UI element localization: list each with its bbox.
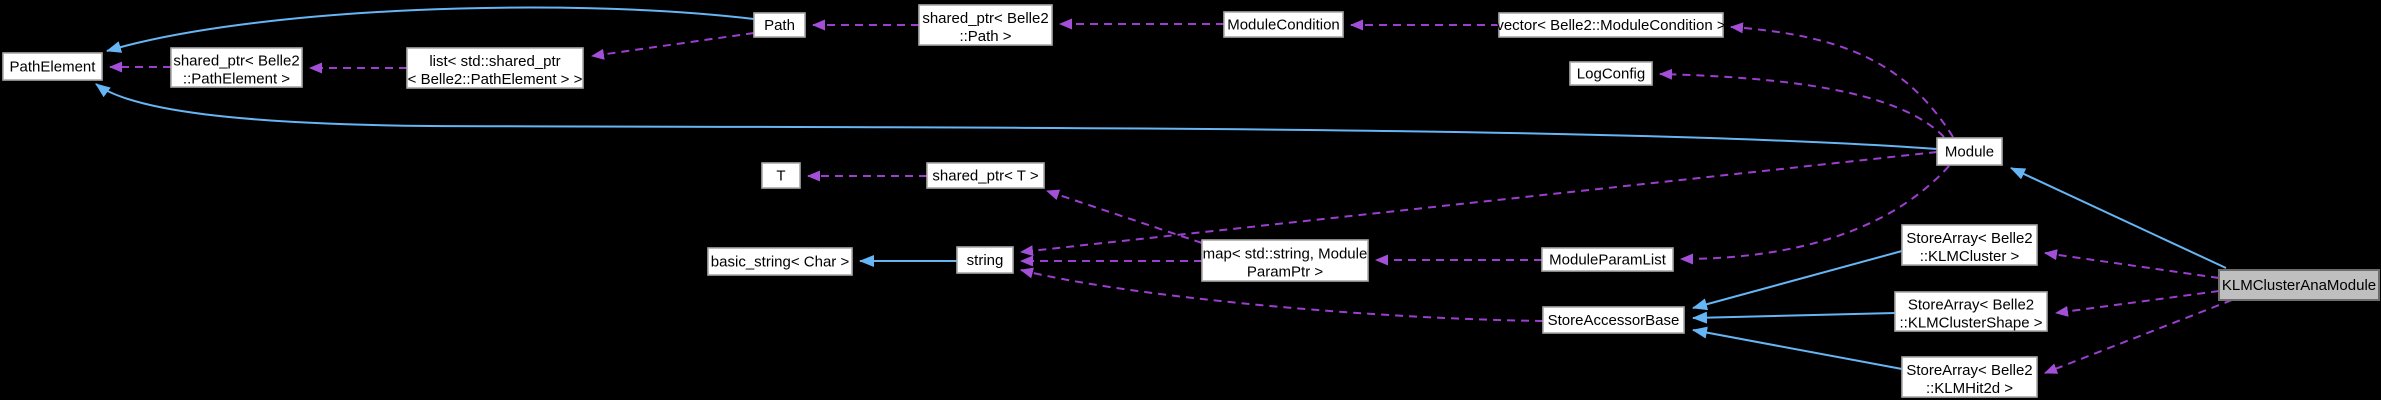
- node-t[interactable]: T: [761, 162, 801, 189]
- edge-module-inherits-pathelement: [95, 83, 1938, 150]
- nodes-layer: PathElement shared_ptr< Belle2::PathEleme…: [2, 4, 2380, 398]
- node-shared-ptr-t[interactable]: shared_ptr< T >: [926, 162, 1045, 189]
- edge-klmclusteranamodule-uses-klmclustershape: [2055, 290, 2220, 317]
- node-label-moduleparamlist[interactable]: ModuleParamList: [1549, 252, 1667, 269]
- node-string[interactable]: string: [956, 246, 1014, 274]
- node-box-basic-string-char[interactable]: [707, 247, 853, 276]
- edge-module-uses-moduleparamlist: [1680, 165, 1950, 265]
- edge-klmcluster-inherits-storeaccessorbase: [1692, 250, 1903, 311]
- node-label-shared-ptr-belle2-pathelement-line2[interactable]: ::PathElement >: [183, 71, 290, 88]
- edge-klmclusteranamodule-uses-klmcluster: [2044, 249, 2220, 279]
- edge-klmclustershape-inherits-storeaccessorbase: [1692, 311, 1896, 324]
- node-label-storearray-belle2-klmhit2d-line2[interactable]: ::KLMHit2d >: [1926, 380, 2013, 397]
- node-box-shared-ptr-t[interactable]: [926, 162, 1045, 189]
- node-label-t[interactable]: T: [776, 168, 785, 185]
- node-storearray-belle2-klmclustershape[interactable]: StoreArray< Belle2::KLMClusterShape >: [1894, 291, 2048, 332]
- node-label-storeaccessorbase[interactable]: StoreAccessorBase: [1548, 312, 1680, 329]
- node-box-list-std-shared-ptr-belle2-pathelement[interactable]: [406, 47, 584, 89]
- node-box-storearray-belle2-klmclustershape[interactable]: [1894, 291, 2048, 332]
- edge-klmhit2d-inherits-storeaccessorbase: [1692, 326, 1903, 370]
- node-label-modulecondition[interactable]: ModuleCondition: [1227, 17, 1340, 34]
- edge-module-uses-logconfig: [1659, 68, 1945, 138]
- node-label-shared-ptr-belle2-path-line1[interactable]: shared_ptr< Belle2: [922, 10, 1048, 27]
- node-box-vector-belle2-modulecondition[interactable]: [1498, 12, 1724, 38]
- node-box-pathelement[interactable]: [2, 52, 103, 81]
- node-label-shared-ptr-t[interactable]: shared_ptr< T >: [932, 168, 1038, 185]
- edge-module-uses-vector: [1730, 22, 1954, 138]
- node-label-string[interactable]: string: [967, 252, 1004, 269]
- node-box-storeaccessorbase[interactable]: [1542, 306, 1685, 334]
- node-box-t[interactable]: [761, 162, 801, 189]
- edge-path-uses-list: [591, 32, 755, 60]
- node-label-storearray-belle2-klmcluster-line2[interactable]: ::KLMCluster >: [1920, 248, 2020, 265]
- node-box-module[interactable]: [1936, 137, 2003, 166]
- node-box-moduleparamlist[interactable]: [1541, 247, 1674, 272]
- node-label-storearray-belle2-klmhit2d-line1[interactable]: StoreArray< Belle2: [1906, 362, 2032, 379]
- node-label-module[interactable]: Module: [1945, 144, 1994, 161]
- node-shared-ptr-belle2-pathelement[interactable]: shared_ptr< Belle2::PathElement >: [170, 47, 303, 88]
- node-label-storearray-belle2-klmclustershape-line2[interactable]: ::KLMClusterShape >: [1900, 315, 2043, 332]
- node-list-std-shared-ptr-belle2-pathelement[interactable]: list< std::shared_ptr< Belle2::PathEleme…: [406, 47, 584, 89]
- node-label-path[interactable]: Path: [764, 17, 795, 34]
- node-label-shared-ptr-belle2-path-line2[interactable]: ::Path >: [959, 28, 1011, 45]
- node-label-list-std-shared-ptr-belle2-pathelement-line2[interactable]: < Belle2::PathElement > >: [408, 71, 583, 88]
- edge-storeaccessorbase-uses-string: [1020, 267, 1544, 322]
- node-storearray-belle2-klmcluster[interactable]: StoreArray< Belle2::KLMCluster >: [1901, 224, 2038, 266]
- node-module[interactable]: Module: [1936, 137, 2003, 166]
- node-label-storearray-belle2-klmclustershape-line1[interactable]: StoreArray< Belle2: [1908, 297, 2034, 314]
- edge-path-inherits-pathelement: [106, 6, 755, 53]
- node-box-shared-ptr-belle2-path[interactable]: [918, 4, 1053, 46]
- node-vector-belle2-modulecondition[interactable]: vector< Belle2::ModuleCondition >: [1496, 12, 1726, 38]
- edge-module-uses-string: [1020, 151, 1938, 257]
- node-label-logconfig[interactable]: LogConfig: [1577, 66, 1645, 83]
- node-label-basic-string-char[interactable]: basic_string< Char >: [711, 254, 850, 271]
- node-shared-ptr-belle2-path[interactable]: shared_ptr< Belle2::Path >: [918, 4, 1053, 46]
- edge-klmclusteranamodule-inherits-module: [2010, 167, 2227, 269]
- node-box-modulecondition[interactable]: [1223, 11, 1344, 38]
- node-label-pathelement[interactable]: PathElement: [10, 59, 97, 76]
- edges-layer: [95, 6, 2233, 374]
- node-pathelement[interactable]: PathElement: [2, 52, 103, 81]
- node-box-map-std-string-moduleparamptr[interactable]: [1201, 239, 1369, 282]
- node-label-vector-belle2-modulecondition[interactable]: vector< Belle2::ModuleCondition >: [1496, 17, 1726, 34]
- node-storeaccessorbase[interactable]: StoreAccessorBase: [1542, 306, 1685, 334]
- node-label-list-std-shared-ptr-belle2-pathelement-line1[interactable]: list< std::shared_ptr: [429, 53, 560, 70]
- node-logconfig[interactable]: LogConfig: [1569, 61, 1653, 86]
- node-path[interactable]: Path: [753, 12, 806, 38]
- node-box-klmclusteranamodule[interactable]: [2218, 269, 2380, 301]
- node-label-shared-ptr-belle2-pathelement-line1[interactable]: shared_ptr< Belle2: [173, 53, 299, 70]
- node-label-map-std-string-moduleparamptr-line2[interactable]: ParamPtr >: [1247, 264, 1324, 281]
- node-modulecondition[interactable]: ModuleCondition: [1223, 11, 1344, 38]
- node-box-path[interactable]: [753, 12, 806, 38]
- node-label-storearray-belle2-klmcluster-line1[interactable]: StoreArray< Belle2: [1906, 230, 2032, 247]
- node-box-storearray-belle2-klmhit2d[interactable]: [1901, 356, 2038, 398]
- node-box-logconfig[interactable]: [1569, 61, 1653, 86]
- node-box-string[interactable]: [956, 246, 1014, 274]
- node-label-klmclusteranamodule[interactable]: KLMClusterAnaModule: [2222, 277, 2376, 294]
- node-moduleparamlist[interactable]: ModuleParamList: [1541, 247, 1674, 272]
- edge-klmclusteranamodule-uses-klmhit2d: [2044, 299, 2233, 374]
- node-label-map-std-string-moduleparamptr-line1[interactable]: map< std::string, Module: [1203, 246, 1368, 263]
- node-storearray-belle2-klmhit2d[interactable]: StoreArray< Belle2::KLMHit2d >: [1901, 356, 2038, 398]
- node-klmclusteranamodule[interactable]: KLMClusterAnaModule: [2218, 269, 2380, 301]
- node-box-shared-ptr-belle2-pathelement[interactable]: [170, 47, 303, 88]
- node-box-storearray-belle2-klmcluster[interactable]: [1901, 224, 2038, 266]
- node-basic-string-char[interactable]: basic_string< Char >: [707, 247, 853, 276]
